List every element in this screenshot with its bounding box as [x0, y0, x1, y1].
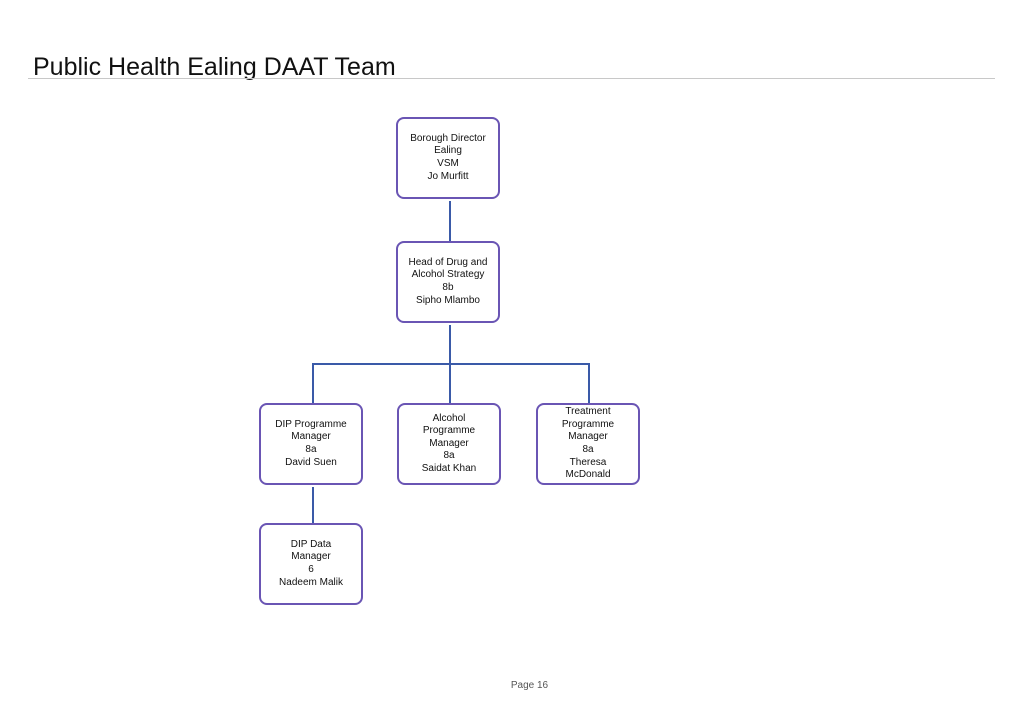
node-line: 8a	[582, 444, 594, 455]
node-line: Ealing	[434, 145, 462, 157]
node-line: Programme	[422, 425, 476, 437]
node-borough-director: Borough Director Ealing VSM Jo Murfitt	[396, 117, 500, 199]
node-head-drug-alcohol: Head of Drug and Alcohol Strategy 8b Sip…	[396, 241, 500, 323]
node-line: Programme	[561, 418, 615, 430]
node-line: Manager	[429, 437, 469, 449]
page-number: Page 16	[510, 680, 549, 691]
node-text: DIP Data Manager 6 Nadeem Malik	[279, 539, 343, 589]
node-line: DIP Data	[290, 538, 332, 550]
node-text: Treatment Programme Manager 8a Theresa M…	[562, 406, 614, 482]
node-line: 8a	[443, 450, 455, 462]
node-line: 6	[308, 564, 314, 575]
node-line: Manager	[568, 431, 608, 443]
node-line: Saidat Khan	[421, 462, 477, 474]
node-line: Jo Murfitt	[427, 170, 469, 182]
node-line: Manager	[291, 551, 331, 563]
node-line: Treatment	[565, 406, 611, 418]
node-line: 8b	[442, 282, 454, 293]
node-line: McDonald	[565, 469, 611, 481]
node-text: Borough Director Ealing VSM Jo Murfitt	[410, 133, 486, 183]
node-dip-data-manager: DIP Data Manager 6 Nadeem Malik	[259, 523, 363, 605]
page-title: Public Health Ealing DAAT Team	[33, 53, 396, 81]
node-treatment-programme-manager: Treatment Programme Manager 8a Theresa M…	[536, 403, 640, 485]
page-footer: Page 16	[0, 680, 1023, 691]
node-line: VSM	[437, 158, 459, 169]
node-line: DIP Programme	[275, 418, 347, 430]
node-dip-programme-manager: DIP Programme Manager 8a David Suen	[259, 403, 363, 485]
title-divider	[28, 78, 995, 79]
node-text: Head of Drug and Alcohol Strategy 8b Sip…	[409, 257, 488, 307]
node-text: Alcohol Programme Manager 8a Saidat Khan	[422, 413, 477, 476]
node-line: 8a	[305, 444, 317, 455]
node-alcohol-programme-manager: Alcohol Programme Manager 8a Saidat Khan	[397, 403, 501, 485]
node-line: Alcohol Strategy	[411, 269, 485, 281]
node-line: Theresa	[569, 456, 607, 468]
node-line: Alcohol	[432, 412, 466, 424]
node-line: Manager	[291, 431, 331, 443]
node-line: Head of Drug and	[408, 256, 488, 268]
node-line: Sipho Mlambo	[416, 294, 480, 306]
node-line: Nadeem Malik	[279, 576, 343, 588]
node-line: Borough Director	[410, 132, 486, 144]
node-line: David Suen	[285, 456, 337, 468]
node-text: DIP Programme Manager 8a David Suen	[275, 419, 347, 469]
